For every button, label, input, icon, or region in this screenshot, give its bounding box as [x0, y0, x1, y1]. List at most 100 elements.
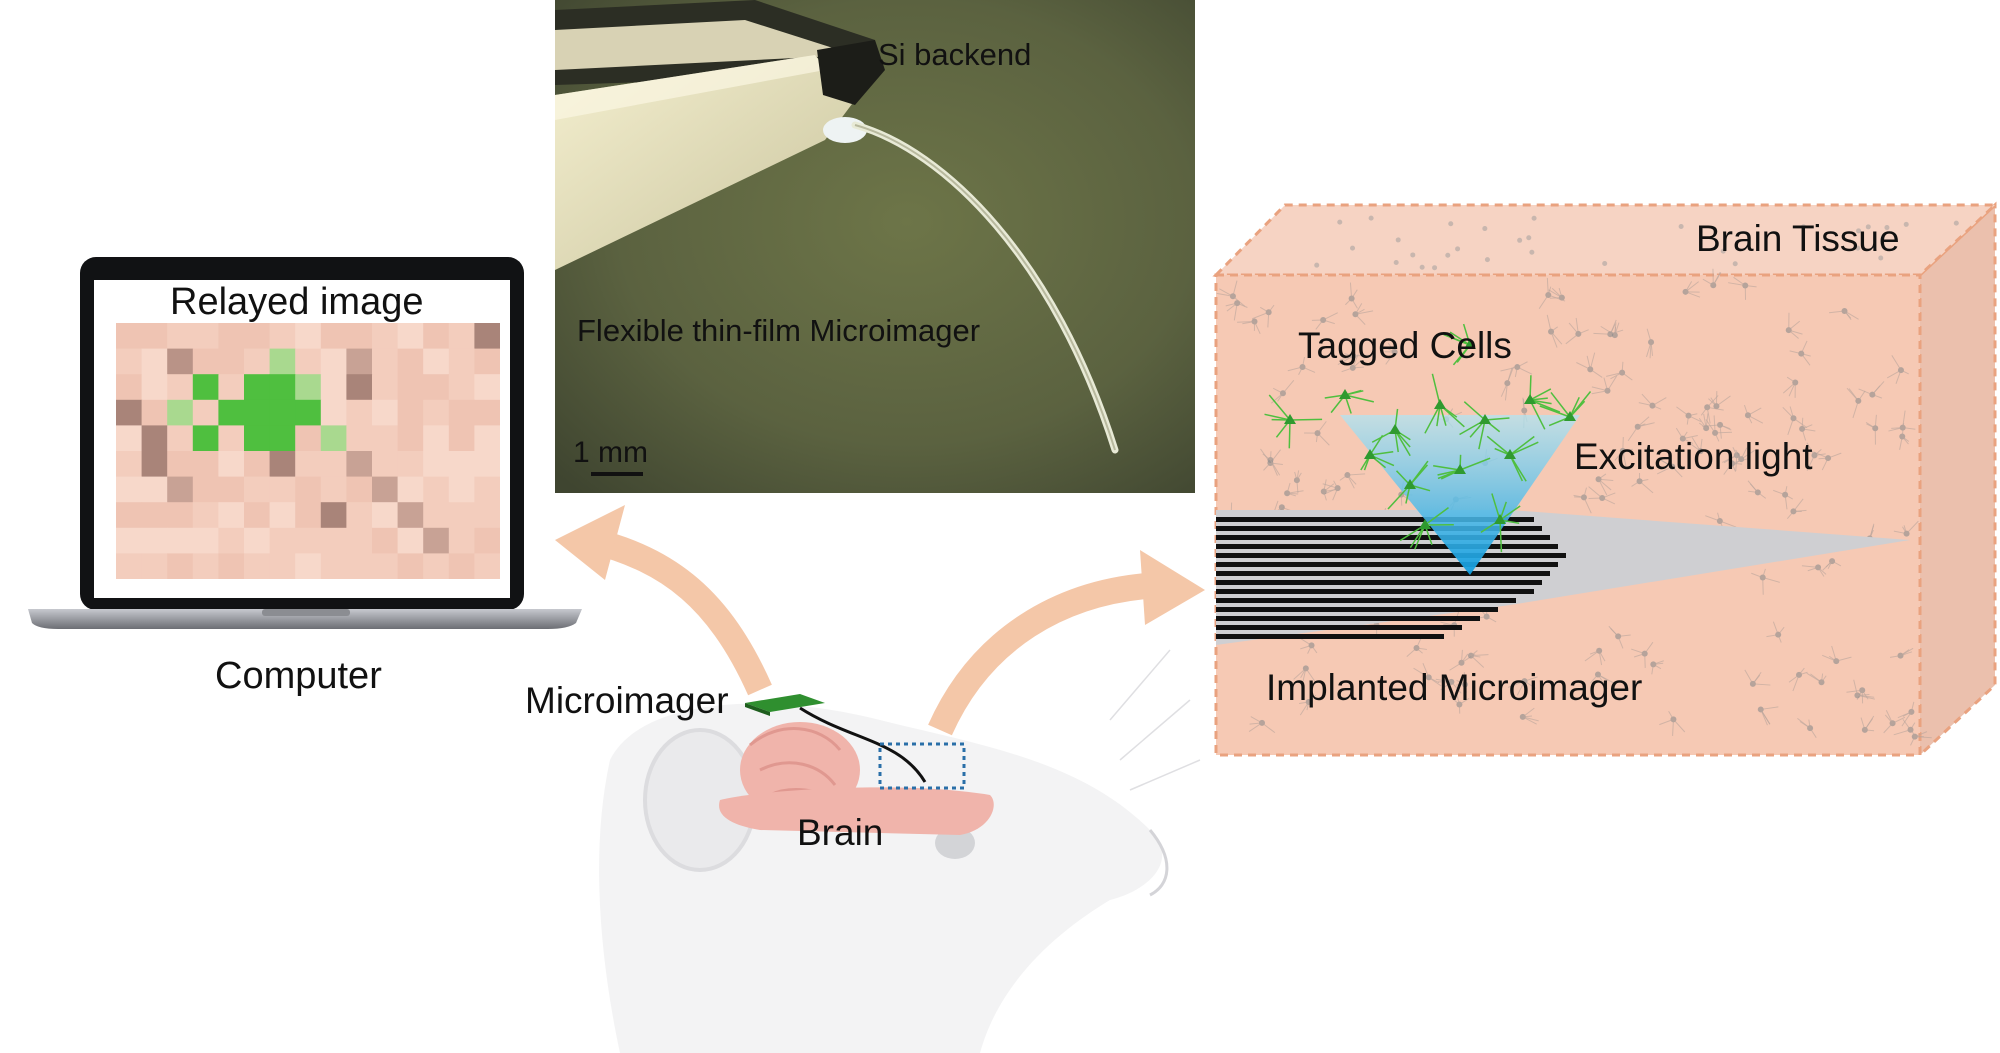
pixel-cell: [116, 374, 143, 401]
pixel-cell: [141, 476, 168, 503]
pixel-cell: [116, 399, 143, 426]
probe-trace: [1216, 589, 1534, 594]
pixel-cell: [320, 374, 347, 401]
pixel-cell: [167, 476, 194, 503]
pixel-cell: [346, 476, 373, 503]
pixel-cell: [397, 374, 424, 401]
scale-bar-label: 1 mm: [573, 436, 648, 469]
pixel-cell: [448, 553, 475, 579]
microimager-chip-icon: [745, 694, 825, 716]
tagged-cell: [1434, 399, 1446, 409]
pixel-cell: [218, 348, 245, 375]
pixel-cell: [167, 374, 194, 401]
pixel-cell: [448, 323, 475, 350]
pixel-cell: [372, 348, 399, 375]
mouse-icon: [599, 649, 1201, 1053]
pixel-cell: [320, 527, 347, 554]
pixel-cell: [474, 476, 500, 503]
zoom-region-box: [878, 742, 966, 790]
pixel-cell: [423, 527, 450, 554]
pixel-cell: [397, 502, 424, 529]
pixel-cell: [192, 527, 219, 554]
tagged-cell: [1464, 339, 1476, 349]
pixel-cell: [192, 476, 219, 503]
pixel-cell: [423, 399, 450, 426]
pixel-cell: [244, 502, 271, 529]
pixel-cell: [218, 425, 245, 452]
pixel-cell: [346, 502, 373, 529]
pixel-cell: [474, 348, 500, 375]
pixel-cell: [295, 527, 322, 554]
excitation-light-label: Excitation light: [1574, 436, 1813, 477]
pixel-cell: [372, 476, 399, 503]
pixel-cell: [423, 451, 450, 478]
pixel-cell: [244, 425, 271, 452]
pixel-cell: [269, 323, 296, 350]
pixel-cell: [192, 451, 219, 478]
pixel-cell: [141, 374, 168, 401]
pixel-cell: [269, 348, 296, 375]
pixel-cell: [218, 476, 245, 503]
pixel-cell: [141, 323, 168, 350]
pixel-cell: [244, 323, 271, 350]
pixel-cell: [397, 527, 424, 554]
pixel-cell: [141, 502, 168, 529]
pixel-cell: [141, 451, 168, 478]
pixel-cell: [218, 323, 245, 350]
pixel-cell: [116, 527, 143, 554]
pixel-cell: [346, 553, 373, 579]
probe-trace: [1216, 535, 1550, 540]
pixel-cell: [423, 476, 450, 503]
pixel-cell: [423, 374, 450, 401]
pixel-cell: [192, 399, 219, 426]
pixel-cell: [167, 348, 194, 375]
pixel-cell: [295, 502, 322, 529]
pixel-cell: [423, 348, 450, 375]
pixel-cell: [448, 399, 475, 426]
pixel-cell: [397, 451, 424, 478]
pixel-cell: [448, 502, 475, 529]
pixel-cell: [320, 502, 347, 529]
tissue-nucleus: [1733, 452, 1740, 459]
tagged-cell: [1524, 394, 1536, 404]
pixel-cell: [397, 323, 424, 350]
pixel-cell: [192, 502, 219, 529]
pixel-cell: [474, 527, 500, 554]
probe-trace: [1216, 616, 1480, 621]
pixel-cell: [320, 553, 347, 579]
pixel-cell: [474, 323, 500, 350]
pixel-cell: [372, 527, 399, 554]
tagged-cell: [1564, 411, 1576, 421]
si-backend-label: Si backend: [878, 37, 1032, 72]
pixel-cell: [295, 399, 322, 426]
pixel-cell: [346, 399, 373, 426]
pixel-cell: [244, 527, 271, 554]
flexible-microimager-label: Flexible thin-film Microimager: [577, 313, 981, 348]
pixel-cell: [474, 502, 500, 529]
tagged-cell: [1454, 464, 1466, 474]
brain-tissue-label: Brain Tissue: [1696, 218, 1900, 259]
brain-label: Brain: [797, 812, 884, 853]
pixel-cell: [320, 399, 347, 426]
pixel-cell: [167, 502, 194, 529]
pixel-cell: [218, 451, 245, 478]
pixel-cell: [218, 527, 245, 554]
tissue-nucleus: [1284, 490, 1291, 497]
tissue-nucleus: [1334, 485, 1341, 492]
pixel-cell: [295, 348, 322, 375]
pixel-cell: [295, 425, 322, 452]
pixel-cell: [474, 451, 500, 478]
pixel-cell: [295, 374, 322, 401]
pixel-cell: [244, 553, 271, 579]
pixel-cell: [474, 374, 500, 401]
pixel-cell: [320, 451, 347, 478]
pixel-cell: [116, 553, 143, 579]
pixel-cell: [167, 323, 194, 350]
pixel-cell: [448, 348, 475, 375]
pixel-cell: [423, 553, 450, 579]
pixel-cell: [167, 425, 194, 452]
laptop: Relayed image: [28, 257, 588, 657]
pixel-cell: [295, 323, 322, 350]
pixel-cell: [423, 425, 450, 452]
